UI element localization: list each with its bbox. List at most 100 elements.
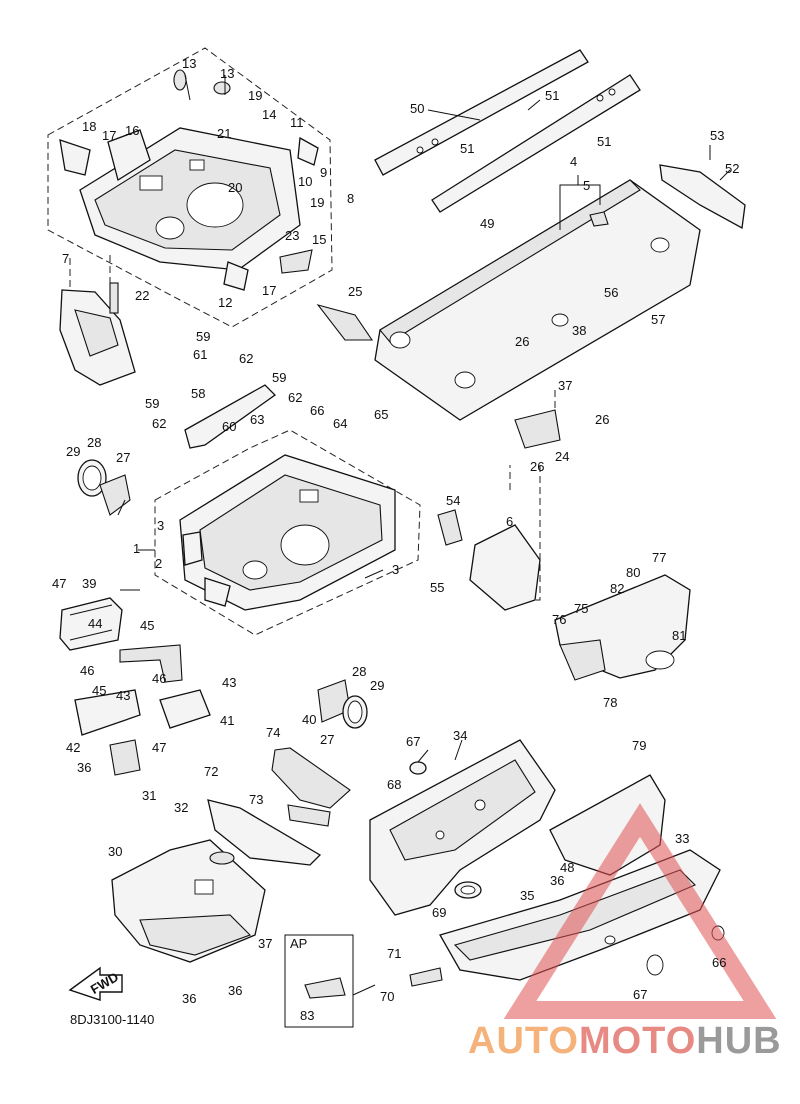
part-label: 8 bbox=[347, 191, 354, 206]
part-label: 7 bbox=[62, 251, 69, 266]
part-label: 13 bbox=[220, 66, 234, 81]
part-label: 6 bbox=[506, 514, 513, 529]
part-label: 26 bbox=[530, 459, 544, 474]
part-label: 18 bbox=[82, 119, 96, 134]
part-label: 5 bbox=[583, 178, 590, 193]
part-label: 3 bbox=[392, 562, 399, 577]
part-label: 61 bbox=[193, 347, 207, 362]
part-label: 36 bbox=[550, 873, 564, 888]
part-label: 83 bbox=[300, 1008, 314, 1023]
part-label: 29 bbox=[66, 444, 80, 459]
part-label: 62 bbox=[239, 351, 253, 366]
bracket-24 bbox=[514, 409, 561, 449]
part-label: 59 bbox=[145, 396, 159, 411]
watermark-triangle bbox=[503, 803, 777, 1019]
grommet-67 bbox=[409, 761, 427, 775]
part-label: 28 bbox=[352, 664, 366, 679]
upper-frame-assembly bbox=[59, 69, 319, 291]
part-label: 9 bbox=[320, 165, 327, 180]
watermark-part2: MOTO bbox=[578, 1020, 697, 1062]
part-label: 13 bbox=[182, 56, 196, 71]
part-label: 47 bbox=[152, 740, 166, 755]
part-label: 34 bbox=[453, 728, 467, 743]
part-label: 82 bbox=[610, 581, 624, 596]
part-label: 19 bbox=[248, 88, 262, 103]
part-label: 16 bbox=[125, 123, 139, 138]
part-label: 51 bbox=[460, 141, 474, 156]
watermark-logo: AUTOMOTOHUB bbox=[468, 1020, 782, 1063]
part-label: 79 bbox=[632, 738, 646, 753]
part-label: 55 bbox=[430, 580, 444, 595]
part-label: 32 bbox=[174, 800, 188, 815]
part-label: 42 bbox=[66, 740, 80, 755]
plate-42 bbox=[74, 689, 141, 736]
part-label: 78 bbox=[603, 695, 617, 710]
part-label: 21 bbox=[217, 126, 231, 141]
part-label: 39 bbox=[82, 576, 96, 591]
grommet-32 bbox=[209, 851, 235, 865]
part-label: 48 bbox=[560, 860, 574, 875]
part-label: 31 bbox=[142, 788, 156, 803]
plate-69 bbox=[409, 967, 443, 987]
bracket-52 bbox=[659, 164, 746, 230]
part-label: 73 bbox=[249, 792, 263, 807]
watermark-part1: AUTO bbox=[468, 1020, 579, 1062]
bracket-58 bbox=[184, 384, 277, 449]
boot-27-lower bbox=[317, 679, 368, 729]
part-label: 19 bbox=[310, 195, 324, 210]
part-label: 36 bbox=[182, 991, 196, 1006]
part-label: 53 bbox=[710, 128, 724, 143]
part-label: 17 bbox=[102, 128, 116, 143]
part-label: 64 bbox=[333, 416, 347, 431]
plate-5 bbox=[589, 211, 609, 227]
lower-cowl-30 bbox=[111, 839, 266, 963]
part-label: 81 bbox=[672, 628, 686, 643]
part-label: 22 bbox=[135, 288, 149, 303]
drawing-code: 8DJ3100-1140 bbox=[70, 1012, 155, 1027]
fwd-arrow-icon: FWD bbox=[68, 966, 123, 1001]
part-label: 11 bbox=[290, 115, 304, 130]
part-label: 23 bbox=[285, 228, 299, 243]
part-label: 62 bbox=[152, 416, 166, 431]
part-label: 26 bbox=[595, 412, 609, 427]
part-label: 27 bbox=[320, 732, 334, 747]
plate-41 bbox=[159, 689, 211, 729]
part-label: 67 bbox=[633, 987, 647, 1002]
part-label: 1 bbox=[133, 541, 140, 556]
part-label: 69 bbox=[432, 905, 446, 920]
lower-frame-assembly bbox=[179, 454, 396, 611]
plate-72 bbox=[287, 804, 331, 827]
cover-76 bbox=[554, 574, 691, 681]
part-label: 36 bbox=[228, 983, 242, 998]
part-label: 66 bbox=[712, 955, 726, 970]
part-label: 56 bbox=[604, 285, 618, 300]
part-label: 10 bbox=[298, 174, 312, 189]
rail-50 bbox=[374, 49, 589, 176]
part-label: 59 bbox=[272, 370, 286, 385]
part-label: 29 bbox=[370, 678, 384, 693]
part-label: 4 bbox=[570, 154, 577, 169]
part-label: 74 bbox=[266, 725, 280, 740]
panel-73 bbox=[271, 747, 351, 809]
watermark-part3: HUB bbox=[696, 1020, 782, 1062]
part-label: 15 bbox=[312, 232, 326, 247]
bracket-7 bbox=[59, 282, 136, 386]
panel-71 bbox=[207, 799, 322, 866]
part-label: 20 bbox=[228, 180, 242, 195]
part-label: 41 bbox=[220, 713, 234, 728]
part-label: 46 bbox=[152, 671, 166, 686]
leader-lines bbox=[117, 74, 731, 763]
ap-inset-box bbox=[284, 934, 354, 1028]
bracket-31 bbox=[109, 739, 141, 776]
part-label: 76 bbox=[552, 612, 566, 627]
part-label: 65 bbox=[374, 407, 388, 422]
assembly-1-dashed-box bbox=[154, 429, 421, 636]
part-label: 59 bbox=[196, 329, 210, 344]
part-label: 35 bbox=[520, 888, 534, 903]
part-label: 45 bbox=[92, 683, 106, 698]
part-label: 37 bbox=[258, 936, 272, 951]
part-label: 36 bbox=[77, 760, 91, 775]
part-label: 57 bbox=[651, 312, 665, 327]
part-label: 43 bbox=[222, 675, 236, 690]
part-label: 75 bbox=[574, 601, 588, 616]
